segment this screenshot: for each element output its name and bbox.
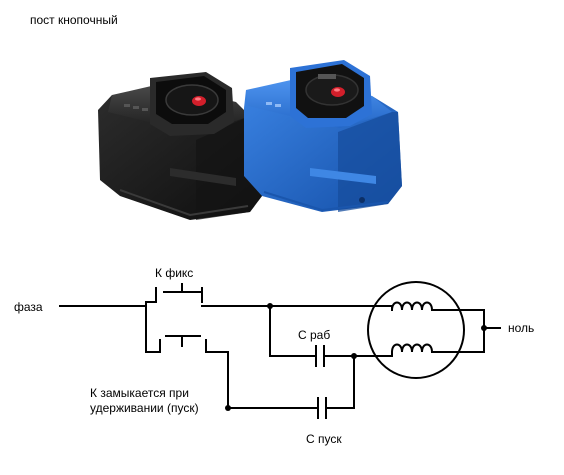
label-phase: фаза [14, 300, 43, 314]
schematic [59, 281, 501, 419]
label-k-hold-line1: К замыкается при [90, 386, 189, 400]
label-neutral: ноль [508, 321, 535, 335]
junction-dot [225, 405, 231, 411]
page-title: пост кнопочный [30, 13, 118, 27]
black-button-post [98, 72, 262, 220]
blue-button-post [244, 60, 402, 212]
label-k-fix: К фикс [155, 266, 194, 280]
junction-dot [481, 325, 487, 331]
junction-dot [267, 303, 273, 309]
winding-main [390, 301, 434, 312]
label-c-start: С пуск [306, 432, 342, 446]
label-k-hold-line2: удерживании (пуск) [90, 401, 199, 415]
junction-dot [351, 353, 357, 359]
winding-aux [390, 343, 434, 354]
label-c-work: С раб [298, 328, 331, 342]
motor-circle [367, 281, 465, 379]
